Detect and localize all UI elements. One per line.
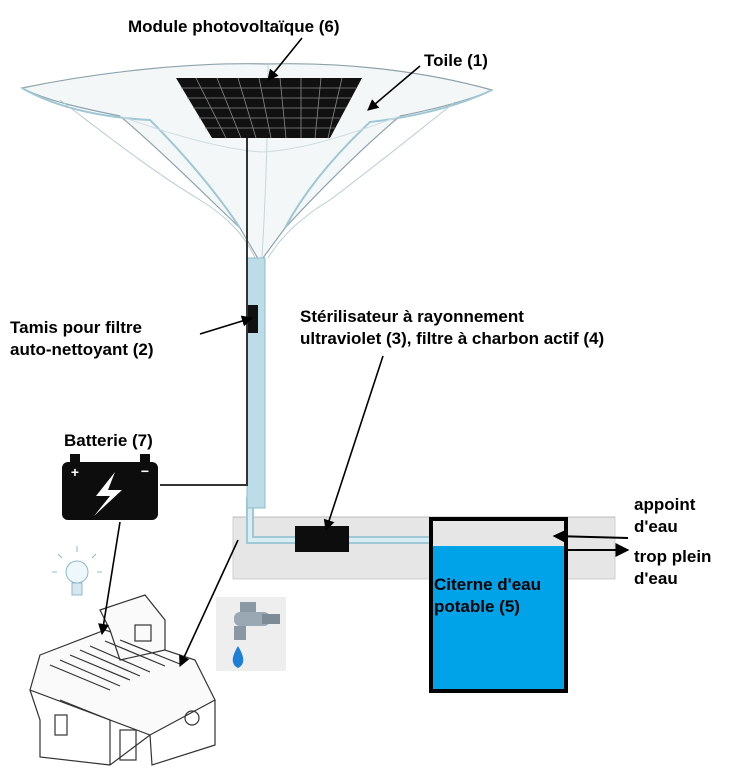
label-sterilisateur: Stérilisateur à rayonnement ultraviolet … — [300, 306, 604, 350]
appoint-arrow — [552, 529, 629, 544]
central-pole — [246, 257, 266, 509]
label-citerne: Citerne d'eau potable (5) — [434, 574, 541, 618]
label-appoint-line1: appoint — [634, 495, 696, 514]
water-tank — [429, 517, 568, 693]
svg-text:−: − — [141, 463, 149, 479]
sterilisateur-arrow — [323, 355, 384, 532]
tamis-arrow — [199, 315, 254, 335]
label-tamis-line2: auto-nettoyant (2) — [10, 340, 154, 359]
label-trop-plein: trop plein d'eau — [634, 546, 711, 590]
battery-icon: + − — [62, 454, 158, 520]
module-arrow — [267, 37, 303, 81]
label-sterilisateur-line2: ultraviolet (3), filtre à charbon actif … — [300, 329, 605, 348]
solar-panel-icon — [176, 77, 362, 139]
label-toile: Toile (1) — [424, 51, 488, 70]
label-trop-plein-line2: d'eau — [634, 569, 678, 588]
label-trop-plein-line1: trop plein — [634, 547, 712, 566]
label-citerne-line1: Citerne d'eau — [434, 575, 542, 594]
label-sterilisateur-line1: Stérilisateur à rayonnement — [300, 307, 524, 326]
uv-sterilizer-box — [295, 526, 349, 552]
water-tap-icon — [216, 597, 286, 671]
toile-arrow — [367, 65, 421, 111]
light-bulb-icon — [52, 546, 102, 596]
label-appoint: appoint d'eau — [634, 494, 695, 538]
label-batterie: Batterie (7) — [64, 431, 153, 450]
battery-to-house-arrow — [98, 521, 121, 636]
house-icon — [29, 594, 216, 766]
pipe-to-house-arrow — [179, 539, 239, 668]
underground-pipe — [246, 497, 430, 544]
label-module: Module photovoltaïque (6) — [128, 17, 340, 36]
label-appoint-line2: d'eau — [634, 517, 678, 536]
label-tamis-line1: Tamis pour filtre — [10, 318, 142, 337]
electric-wire — [160, 138, 248, 486]
svg-text:+: + — [71, 464, 79, 480]
label-citerne-line2: potable (5) — [434, 597, 520, 616]
label-tamis: Tamis pour filtre auto-nettoyant (2) — [10, 317, 154, 361]
